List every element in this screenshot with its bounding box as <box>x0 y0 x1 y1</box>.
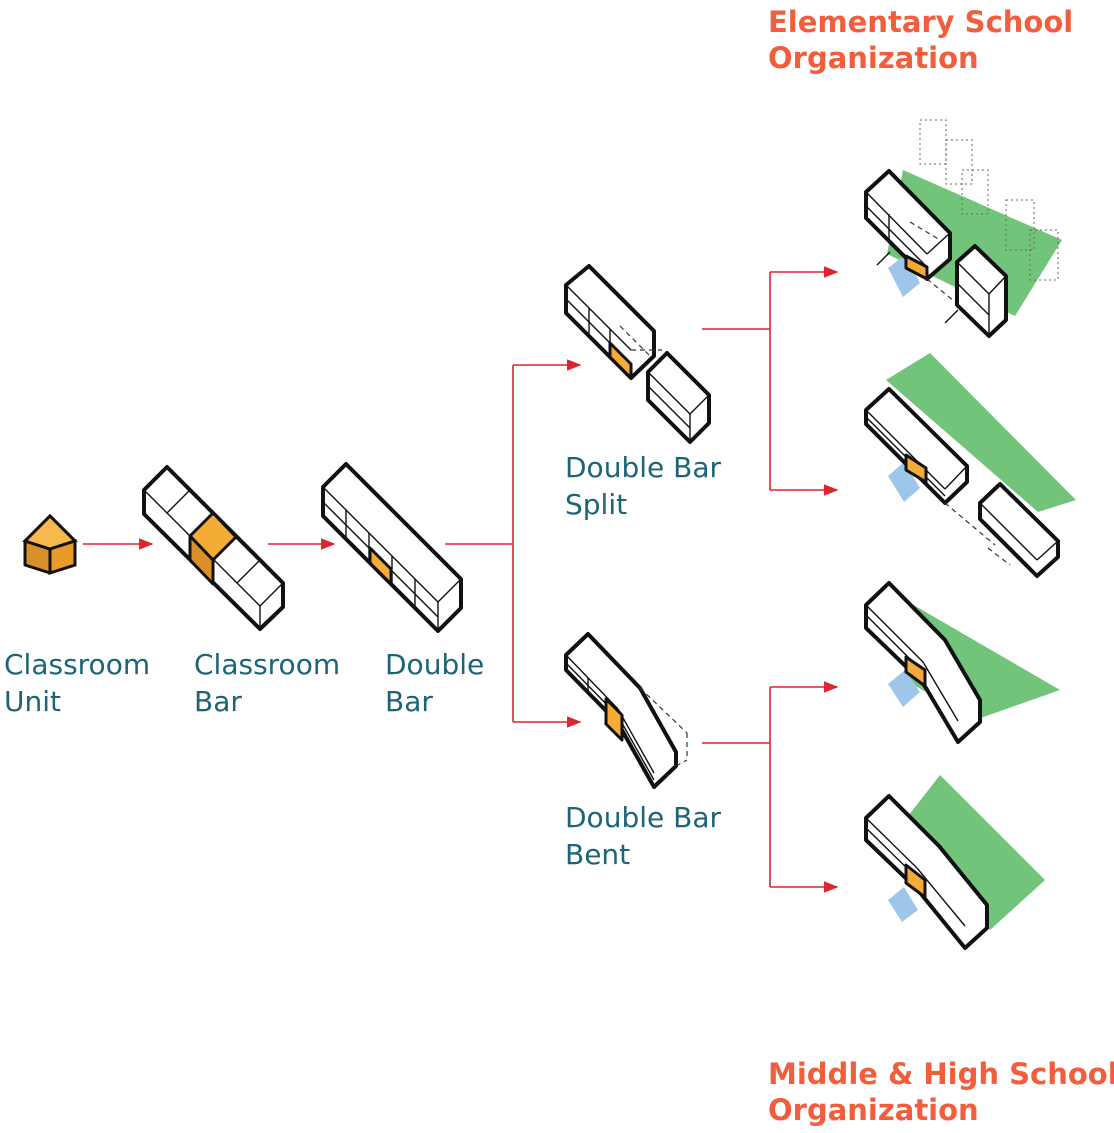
middle-high-option-bent <box>864 775 1045 950</box>
classroom-bar-label: Classroom Bar <box>194 646 340 720</box>
classroom-unit-cube <box>22 513 78 576</box>
branch-bent <box>702 681 839 893</box>
classroom-unit-label: Classroom Unit <box>4 646 150 720</box>
double-bar-bent-label-line2: Bent <box>565 838 631 871</box>
elementary-header: Elementary School Organization <box>768 4 1073 76</box>
classroom-bar-label-line2: Bar <box>194 685 242 718</box>
middle-high-header-line2: Organization <box>768 1093 979 1127</box>
double-bar-split-label-line2: Split <box>565 488 628 521</box>
double-bar-bent-label: Double Bar Bent <box>565 799 721 873</box>
double-bar-split-label-line1: Double Bar <box>565 451 721 484</box>
double-bar-split-block <box>564 264 711 444</box>
double-bar-label-line2: Bar <box>385 685 433 718</box>
double-bar-label-line1: Double <box>385 648 485 681</box>
double-bar-bent-label-line1: Double Bar <box>565 801 721 834</box>
middle-high-header: Middle & High School Organization <box>768 1056 1114 1128</box>
branch-split <box>702 266 839 496</box>
classroom-unit-label-line2: Unit <box>4 685 61 718</box>
middle-high-option-wedge <box>864 581 1060 744</box>
elementary-header-line1: Elementary School <box>768 5 1074 39</box>
classroom-unit-label-line1: Classroom <box>4 648 151 681</box>
classroom-bar-label-line1: Classroom <box>194 648 341 681</box>
classroom-bar-block <box>142 465 285 631</box>
elementary-header-line2: Organization <box>768 41 979 75</box>
elementary-option-split-cluster <box>864 119 1062 338</box>
double-bar-block <box>321 462 463 633</box>
double-bar-split-label: Double Bar Split <box>565 449 721 523</box>
middle-high-header-line1: Middle & High School <box>768 1057 1114 1091</box>
double-bar-label: Double Bar <box>385 646 484 720</box>
elementary-option-long-bar <box>864 353 1076 578</box>
branch-double-bar <box>445 359 582 728</box>
double-bar-bent-block <box>564 632 688 789</box>
